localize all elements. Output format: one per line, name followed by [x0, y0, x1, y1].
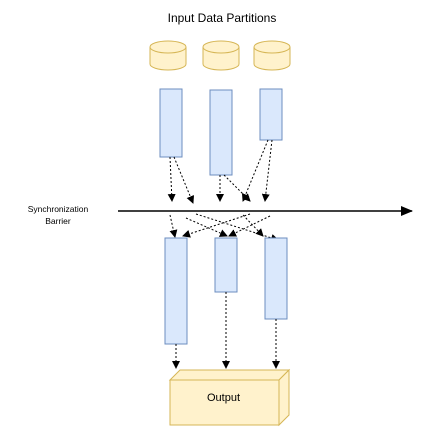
output-partition-3: [264, 237, 288, 320]
output-connectors: [172, 292, 280, 369]
barrier-label: Synchronization Barrier: [27, 204, 89, 226]
input-partition-1: [159, 88, 183, 158]
output-partition-1: [164, 237, 188, 345]
cylinder-2: [202, 40, 240, 71]
output-label: Output: [206, 392, 241, 404]
output-box: [168, 368, 291, 427]
cylinder-1: [149, 40, 187, 71]
input-partition-3: [259, 88, 283, 141]
diagram-title: Input Data Partitions: [167, 11, 277, 25]
input-partition-2: [209, 89, 233, 176]
cylinder-3: [253, 40, 291, 71]
output-partition-2: [214, 237, 238, 293]
input-connectors: [167, 139, 273, 204]
shuffle-connectors: [169, 213, 279, 242]
